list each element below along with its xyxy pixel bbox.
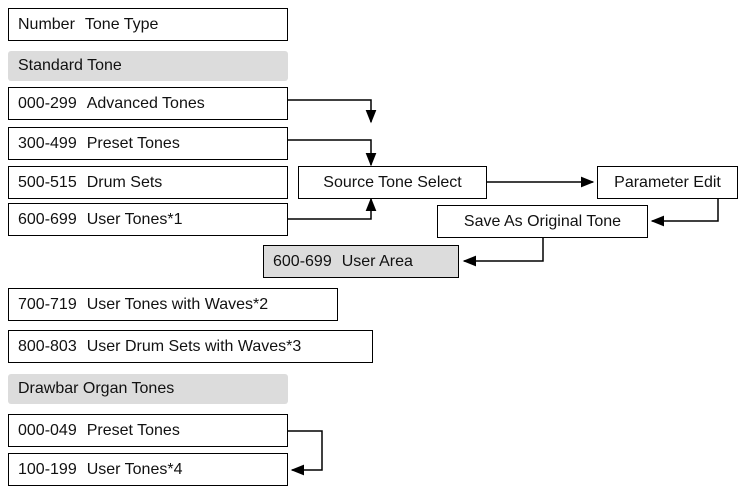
- tone-number: 500-515: [18, 173, 77, 191]
- tone-label: User Tones*4: [86, 460, 183, 478]
- arrow-drawbar-preset-to-user: [288, 430, 323, 476]
- tone-label: User Tones*1: [86, 210, 183, 228]
- tone-row-advanced: 000-299 Advanced Tones: [8, 87, 288, 120]
- tone-label: Advanced Tones: [86, 94, 205, 112]
- tone-number: 100-199: [18, 460, 77, 478]
- tone-row-preset: 300-499 Preset Tones: [8, 127, 288, 160]
- tone-number: 000-049: [18, 421, 77, 439]
- user-area-label: User Area: [341, 252, 413, 270]
- tone-label: User Tones with Waves*2: [86, 295, 269, 313]
- tone-number: 300-499: [18, 134, 77, 152]
- arrow-param-to-save: [650, 198, 719, 227]
- save-as-original-tone-box: Save As Original Tone: [437, 205, 648, 238]
- user-area-box: 600-699 User Area: [263, 245, 459, 278]
- drawbar-row-user: 100-199 User Tones*4: [8, 453, 288, 486]
- tone-row-user-drum-sets-waves: 800-803 User Drum Sets with Waves*3: [8, 330, 373, 363]
- tone-label: Drum Sets: [86, 173, 163, 191]
- drawbar-row-preset: 000-049 Preset Tones: [8, 414, 288, 447]
- legend-number: Number: [18, 15, 75, 33]
- tone-number: 800-803: [18, 337, 77, 355]
- arrow-user-to-source: [288, 197, 377, 220]
- tone-number: 000-299: [18, 94, 77, 112]
- tone-label: Preset Tones: [86, 134, 180, 152]
- tone-row-user-tones: 600-699 User Tones*1: [8, 203, 288, 236]
- arrow-advanced-to-source: [288, 99, 377, 124]
- tone-label: Preset Tones: [86, 421, 180, 439]
- arrow-preset-to-source: [288, 139, 377, 167]
- source-tone-select-box: Source Tone Select: [298, 166, 487, 199]
- legend-tone-type: Tone Type: [84, 15, 159, 33]
- legend-box: Number Tone Type: [8, 8, 288, 41]
- tone-number: 700-719: [18, 295, 77, 313]
- arrow-save-to-user-area: [462, 238, 544, 267]
- standard-tone-header: Standard Tone: [8, 51, 288, 81]
- tone-row-drum-sets: 500-515 Drum Sets: [8, 166, 288, 199]
- drawbar-organ-header: Drawbar Organ Tones: [8, 374, 288, 404]
- tone-number: 600-699: [18, 210, 77, 228]
- tone-label: User Drum Sets with Waves*3: [86, 337, 302, 355]
- user-area-number: 600-699: [273, 252, 332, 270]
- tone-row-user-tones-waves: 700-719 User Tones with Waves*2: [8, 288, 338, 321]
- parameter-edit-box: Parameter Edit: [597, 166, 738, 199]
